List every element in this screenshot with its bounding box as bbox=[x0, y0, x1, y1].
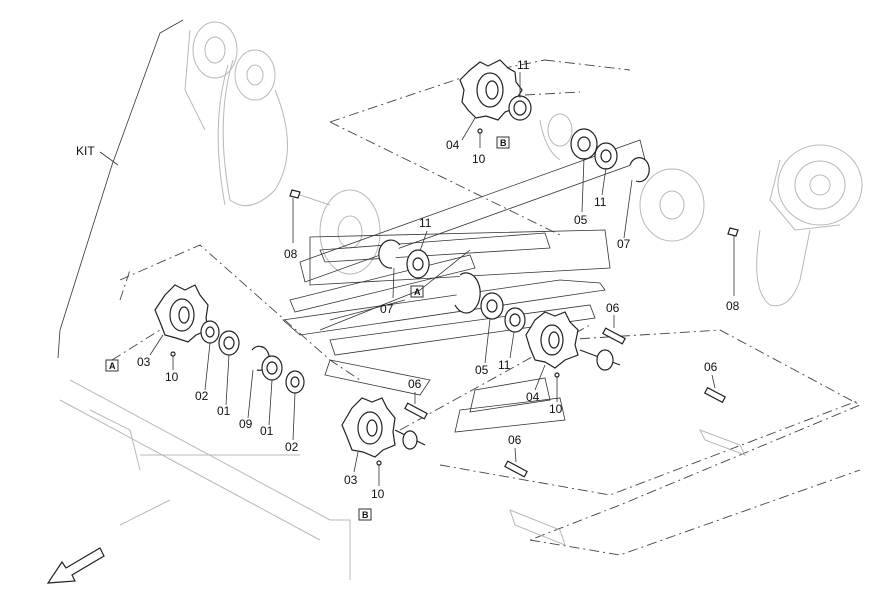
direction-arrow-icon bbox=[46, 547, 105, 584]
callout-09: 09 bbox=[239, 417, 253, 431]
kit-label: KIT bbox=[76, 144, 95, 158]
right-bearing-group bbox=[570, 128, 650, 183]
callout-01: 01 bbox=[217, 404, 231, 418]
bottom-sprocket-assembly bbox=[341, 397, 426, 466]
kit-bracket bbox=[57, 19, 184, 359]
callout-03: 03 bbox=[137, 355, 151, 369]
callout-08: 08 bbox=[284, 247, 298, 261]
callout-02: 02 bbox=[195, 389, 209, 403]
callout-11: 11 bbox=[594, 195, 607, 209]
callout-06: 06 bbox=[508, 433, 522, 447]
center-sprocket-assembly bbox=[480, 292, 621, 378]
callout-05: 05 bbox=[574, 213, 588, 227]
top-sprocket-assembly bbox=[459, 59, 532, 134]
base-frame-faint bbox=[59, 379, 351, 580]
callout-10: 10 bbox=[472, 152, 486, 166]
callout-04: 04 bbox=[446, 138, 460, 152]
callout-11: 11 bbox=[419, 216, 432, 230]
callout-07: 07 bbox=[617, 237, 631, 251]
reference-boxes: B A A B bbox=[105, 136, 510, 521]
callout-06: 06 bbox=[606, 301, 620, 315]
callout-10: 10 bbox=[165, 370, 179, 384]
callout-05: 05 bbox=[475, 363, 489, 377]
callout-11: 11 bbox=[517, 58, 530, 72]
callout-06: 06 bbox=[408, 377, 422, 391]
callout-02: 02 bbox=[285, 440, 299, 454]
callout-labels: 11 04 10 05 11 07 08 11 07 08 06 06 06 0… bbox=[137, 58, 740, 501]
callout-10: 10 bbox=[549, 402, 563, 416]
leader-lines bbox=[149, 72, 735, 486]
upper-left-ring-group bbox=[378, 239, 481, 314]
callout-10: 10 bbox=[371, 487, 385, 501]
callout-06: 06 bbox=[704, 360, 718, 374]
callout-08: 08 bbox=[726, 299, 740, 313]
ref-box-b: B bbox=[500, 138, 507, 148]
right-motor-faint bbox=[539, 113, 863, 307]
callout-11: 11 bbox=[498, 358, 511, 372]
ref-box-b: B bbox=[362, 510, 369, 520]
callout-04: 04 bbox=[526, 390, 540, 404]
left-chain-drive-faint bbox=[184, 21, 381, 275]
screws-08 bbox=[289, 189, 739, 237]
left-sprocket-assembly bbox=[154, 284, 305, 394]
ref-box-a: A bbox=[414, 287, 421, 297]
callout-03: 03 bbox=[344, 473, 358, 487]
callout-01: 01 bbox=[260, 424, 274, 438]
keys-06 bbox=[404, 327, 747, 546]
ref-box-a: A bbox=[109, 361, 116, 371]
callout-07: 07 bbox=[380, 302, 394, 316]
kit-leader bbox=[99, 151, 119, 166]
